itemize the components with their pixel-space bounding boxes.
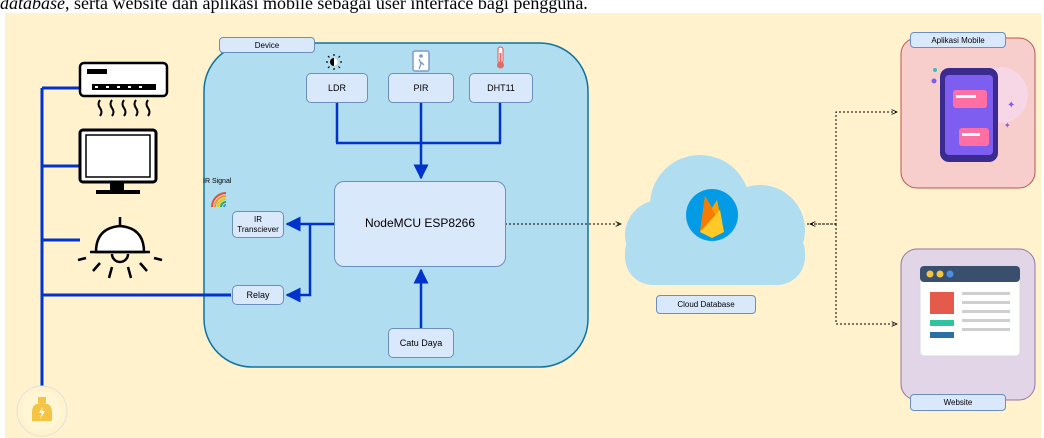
mcu-node: NodeMCU ESP8266 — [334, 181, 506, 267]
power-plug-icon — [16, 385, 68, 437]
light-sensor-icon — [326, 54, 342, 70]
caption-italic: database — [0, 0, 65, 13]
ceiling-lamp-icon — [77, 217, 163, 279]
browser-icon — [919, 265, 1021, 357]
air-conditioner-icon — [78, 61, 169, 117]
motion-sensor-icon — [412, 50, 430, 72]
caption: database, serta website dan aplikasi mob… — [0, 0, 1044, 13]
sensor-ldr: LDR — [306, 73, 368, 103]
mobile-phone-icon: ✦ ✦ — [931, 67, 1028, 162]
dotted-links — [505, 112, 897, 324]
website-label: Website — [910, 394, 1006, 411]
sensor-dht11: DHT11 — [469, 73, 533, 103]
firebase-icon — [686, 189, 738, 241]
device-label: Device — [219, 37, 315, 53]
svg-text:✦: ✦ — [1004, 121, 1011, 130]
appliance-bus — [40, 86, 231, 388]
relay-node: Relay — [232, 285, 284, 305]
cloud-database-label: Cloud Database — [656, 295, 756, 314]
caption-text: , serta website dan aplikasi mobile seba… — [65, 0, 588, 13]
svg-text:✦: ✦ — [1007, 100, 1015, 111]
ir-signal-label: IR Signal — [203, 178, 232, 185]
sensor-wires — [335, 103, 502, 180]
thermometer-icon — [497, 46, 504, 69]
ir-signal-icon — [211, 192, 227, 208]
mobile-app-label: Aplikasi Mobile — [910, 32, 1006, 48]
mcu-output-wires — [285, 216, 334, 303]
ir-transceiver-node: IR Transciever — [232, 211, 284, 238]
monitor-icon — [78, 128, 158, 194]
power-supply-node: Catu Daya — [388, 328, 454, 358]
sensor-pir: PIR — [388, 73, 454, 103]
